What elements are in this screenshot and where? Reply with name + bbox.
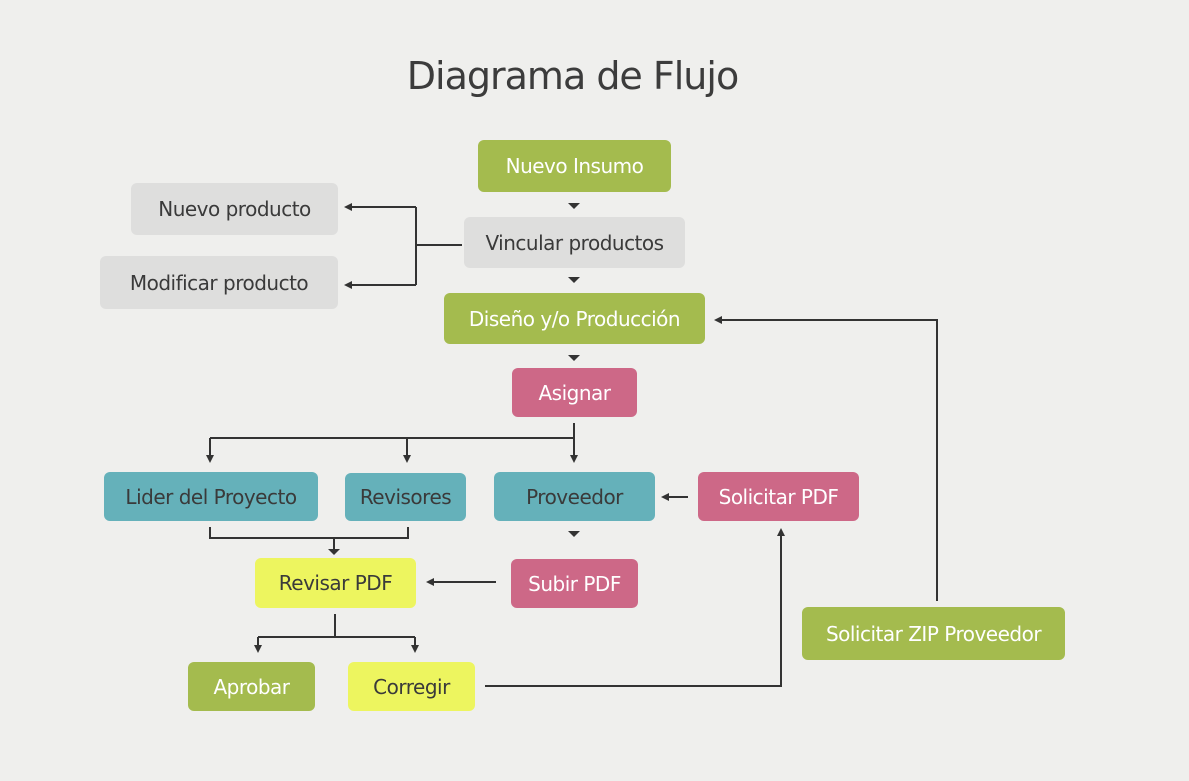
diagram-title: Diagrama de Flujo <box>406 54 739 98</box>
node-subir-pdf[interactable]: Subir PDF <box>511 559 638 608</box>
arrow-vincular-diseno <box>568 277 580 283</box>
node-proveedor[interactable]: Proveedor <box>494 472 655 521</box>
node-lider-proyecto[interactable]: Lider del Proyecto <box>104 472 318 521</box>
node-corregir[interactable]: Corregir <box>348 662 475 711</box>
node-aprobar[interactable]: Aprobar <box>188 662 315 711</box>
arrow-to-revisar <box>328 549 340 555</box>
line-corregir-solicitar <box>485 528 785 687</box>
line-asignar-branch <box>210 423 575 439</box>
node-nuevo-insumo[interactable]: Nuevo Insumo <box>478 140 671 192</box>
node-asignar[interactable]: Asignar <box>512 368 637 417</box>
node-revisores[interactable]: Revisores <box>345 473 466 521</box>
arrow-diseno-asignar <box>568 355 580 361</box>
node-solicitar-pdf[interactable]: Solicitar PDF <box>698 472 859 521</box>
arrow-insumo-vincular <box>568 203 580 209</box>
line-zip-diseno <box>714 316 938 601</box>
line-vincular-branch <box>415 207 462 285</box>
node-nuevo-producto[interactable]: Nuevo producto <box>131 183 338 235</box>
node-diseno-produccion[interactable]: Diseño y/o Producción <box>444 293 705 344</box>
node-modificar-producto[interactable]: Modificar producto <box>100 256 338 309</box>
arrow-proveedor-subir <box>568 531 580 537</box>
node-revisar-pdf[interactable]: Revisar PDF <box>255 558 416 608</box>
node-solicitar-zip-proveedor[interactable]: Solicitar ZIP Proveedor <box>802 607 1065 660</box>
line-revisar-branch <box>258 614 415 638</box>
line-lider-revisores-join <box>209 527 409 553</box>
node-vincular-productos[interactable]: Vincular productos <box>464 217 685 268</box>
